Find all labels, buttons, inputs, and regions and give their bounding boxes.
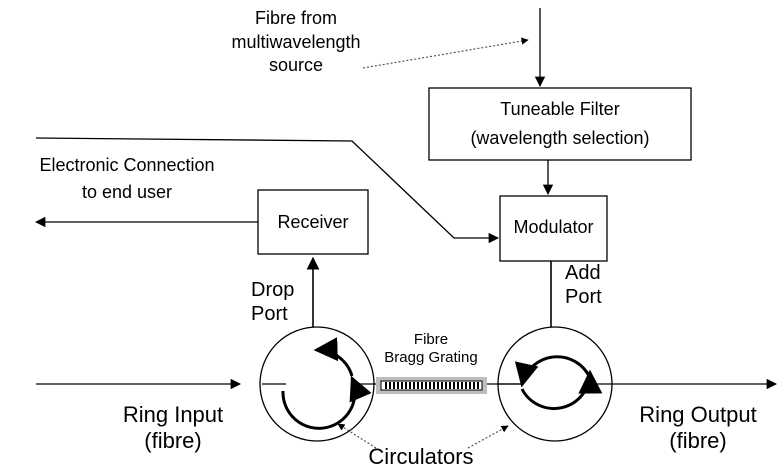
ring-input-label: Ring Input (fibre) bbox=[122, 402, 224, 454]
grating-tick bbox=[465, 382, 467, 389]
modulator-box bbox=[499, 195, 608, 262]
grating-tick bbox=[409, 382, 411, 389]
grating-tick bbox=[469, 382, 471, 389]
grating-tick bbox=[437, 382, 439, 389]
grating-tick bbox=[417, 382, 419, 389]
ring-output-label: Ring Output (fibre) bbox=[639, 402, 757, 454]
circulators-label: Circulators bbox=[368, 444, 474, 469]
grating-tick bbox=[473, 382, 475, 389]
grating-tick bbox=[393, 382, 395, 389]
grating-tick bbox=[457, 382, 459, 389]
source-label-pointer bbox=[362, 37, 529, 69]
grating-tick bbox=[449, 382, 451, 389]
grating-tick bbox=[461, 382, 463, 389]
grating-tick bbox=[389, 382, 391, 389]
drop-port-label: Drop Port bbox=[251, 279, 295, 325]
receiver-box bbox=[257, 189, 369, 255]
grating-tick bbox=[441, 382, 443, 389]
fibre-source-label: Fibre from multiwavelength source bbox=[231, 8, 361, 76]
grating-tick bbox=[401, 382, 403, 389]
grating-tick bbox=[413, 382, 415, 389]
grating-tick bbox=[453, 382, 455, 389]
receiver-label: Receiver bbox=[277, 212, 349, 232]
grating-tick bbox=[421, 382, 423, 389]
grating-tick bbox=[445, 382, 447, 389]
grating-tick bbox=[405, 382, 407, 389]
electronic-connection-label: Electronic Connection to end user bbox=[39, 155, 215, 202]
circulators-pointer-left bbox=[337, 423, 377, 449]
tuneable-filter-box bbox=[428, 87, 692, 161]
tuneable-filter-label: Tuneable Filter (wavelength selection) bbox=[470, 99, 650, 148]
fbg-label: Fibre Bragg Grating bbox=[384, 331, 478, 367]
grating-tick bbox=[397, 382, 399, 389]
add-port-label: Add Port bbox=[565, 262, 602, 308]
modulator-label: Modulator bbox=[513, 217, 594, 237]
grating-tick bbox=[385, 382, 387, 389]
fibre-bragg-grating bbox=[376, 377, 487, 394]
grating-tick bbox=[429, 382, 431, 389]
grating-tick bbox=[477, 382, 479, 389]
electronic-input-line bbox=[35, 137, 500, 244]
grating-tick bbox=[433, 382, 435, 389]
grating-tick bbox=[425, 382, 427, 389]
